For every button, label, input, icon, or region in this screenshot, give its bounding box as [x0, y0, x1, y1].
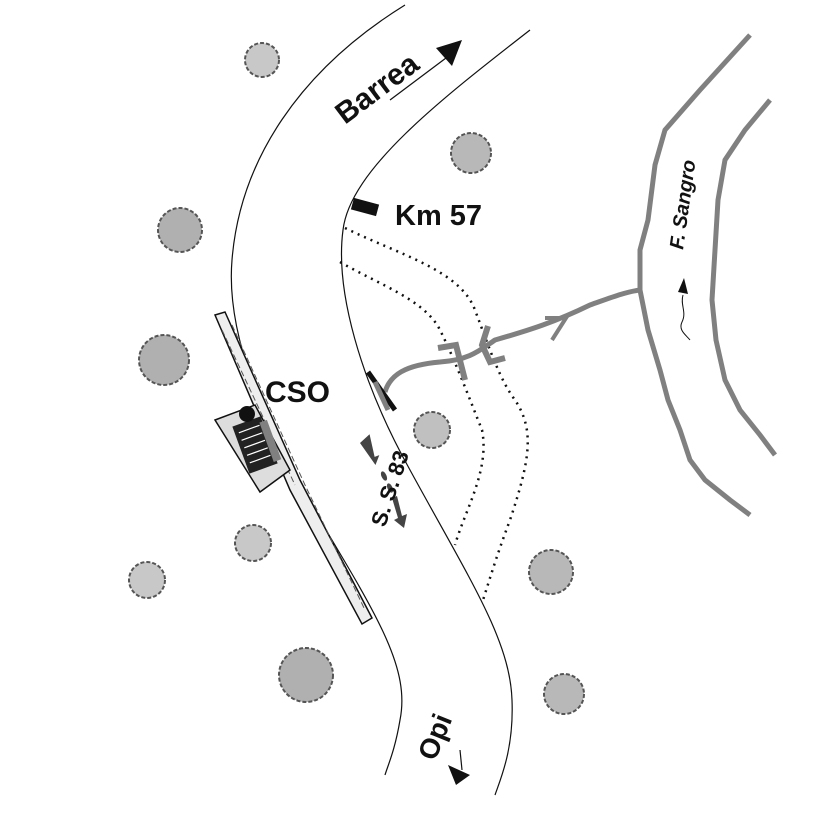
label-opi: Opi [412, 709, 458, 764]
opi-arrow-line [459, 749, 463, 771]
tree-icon [157, 207, 203, 253]
river-flow-arrow-icon [678, 278, 688, 294]
dotted-track-2 [339, 260, 485, 546]
tree-icon [244, 42, 280, 78]
station-building [213, 311, 373, 626]
barrea-arrow-line [389, 57, 447, 101]
tree-icon [234, 524, 272, 562]
tree-icon [128, 561, 166, 599]
label-barrea: Barrea [329, 47, 425, 131]
trees [128, 42, 585, 715]
pipe [382, 287, 641, 393]
tree-icon [543, 673, 585, 715]
road-direction-arrows-icon [360, 434, 407, 528]
opi-arrow-icon [448, 765, 470, 785]
label-km-57: Km 57 [395, 200, 482, 232]
river-right-bank [709, 98, 777, 457]
tree-icon [413, 411, 451, 449]
label-cso: CSO [265, 376, 330, 409]
river-left-bank [637, 33, 752, 517]
station-point-icon [239, 406, 255, 422]
road-right-edge [340, 29, 531, 796]
tree-icon [138, 334, 190, 386]
river-flow-line [680, 294, 691, 341]
tree-icon [278, 647, 334, 703]
tree-icon [528, 549, 574, 595]
tree-icon [450, 132, 492, 174]
dotted-track-1 [344, 226, 529, 601]
pipe-crossing-2 [478, 325, 506, 366]
label-river: F. Sangro [666, 158, 700, 250]
barrea-arrow-icon [436, 40, 462, 66]
pipe-crossing-1 [437, 341, 468, 381]
pipe-arrow-icon [545, 316, 570, 342]
km-marker-icon [350, 197, 380, 217]
